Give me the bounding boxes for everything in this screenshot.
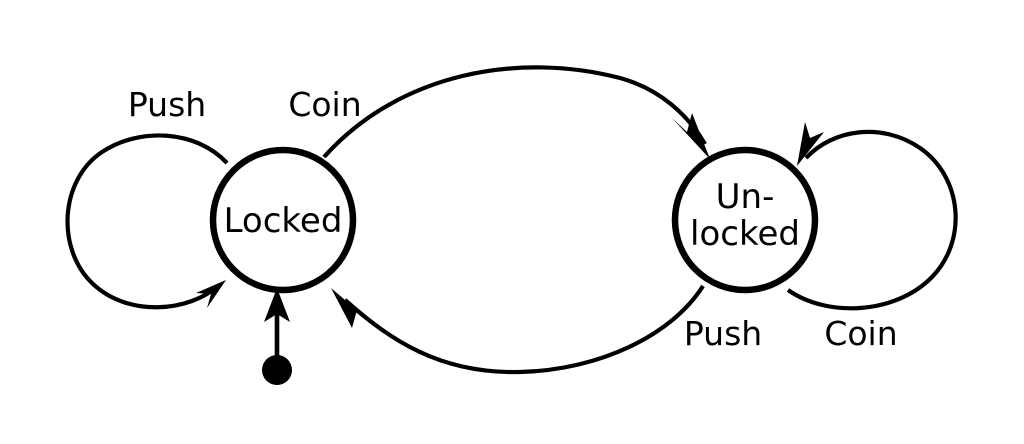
- arrowhead-unlocked-coin: [797, 122, 824, 166]
- edge-label-locked-coin: Coin: [288, 85, 361, 124]
- arrowhead-locked-push: [196, 280, 226, 308]
- edge-label-unlocked-push: Push: [684, 314, 762, 353]
- state-label-locked: Locked: [224, 201, 343, 241]
- edge-label-locked-push: Push: [128, 85, 206, 124]
- arrowhead-push-to-locked: [331, 288, 372, 328]
- selfloop-path-unlocked-coin: [786, 129, 958, 311]
- arrowhead-coin-to-unlocked: [672, 113, 710, 159]
- transition-unlocked-push-locked[interactable]: Push: [331, 284, 762, 375]
- state-node-locked[interactable]: Locked: [209, 146, 357, 294]
- selfloop-path-locked-push: [65, 133, 229, 310]
- arc-path-locked-coin-unlocked: [322, 65, 707, 159]
- transition-locked-push-self[interactable]: Push: [65, 85, 229, 310]
- transition-locked-coin-unlocked[interactable]: Coin: [288, 65, 710, 159]
- state-label-unlocked-line2: locked: [690, 214, 800, 254]
- initial-state-dot-icon: [262, 355, 292, 385]
- state-label-unlocked-line1: Un-: [716, 177, 775, 217]
- state-circle-locked: [209, 146, 357, 294]
- arc-path-unlocked-push-locked: [343, 284, 705, 375]
- initial-state-marker: [262, 288, 292, 385]
- state-circle-unlocked: [671, 146, 819, 294]
- state-node-unlocked[interactable]: Un- locked: [671, 146, 819, 294]
- edge-label-unlocked-coin: Coin: [824, 314, 897, 353]
- arrowhead-initial-to-locked: [264, 288, 290, 322]
- transition-unlocked-coin-self[interactable]: Coin: [786, 122, 958, 353]
